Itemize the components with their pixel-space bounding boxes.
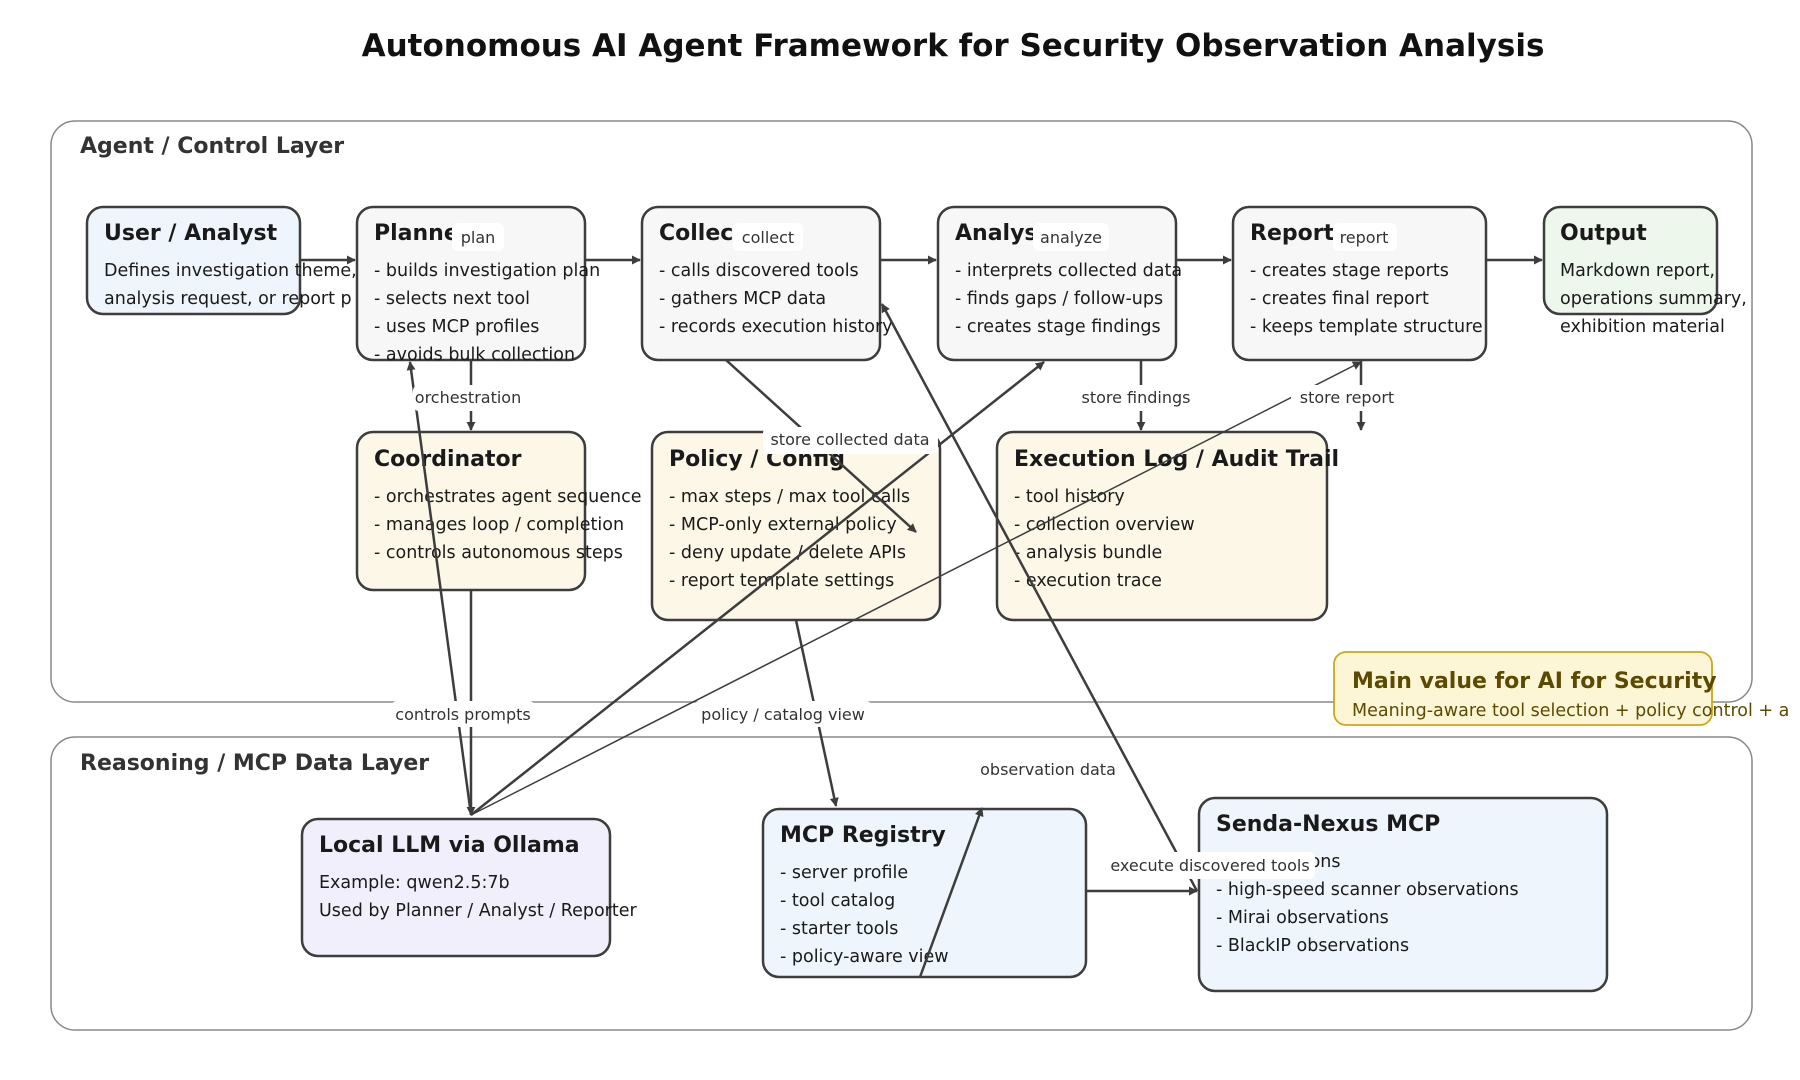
collector-node: Collector - calls discovered tools - gat… (640, 205, 893, 362)
edge-llm-reporter (470, 361, 1362, 816)
svg-text:- tool catalog: - tool catalog (780, 891, 895, 911)
svg-text:- MCP-only external policy: - MCP-only external policy (669, 515, 897, 535)
edge-observation-data (918, 807, 984, 978)
svg-text:- builds investigation plan: - builds investigation plan (374, 261, 600, 281)
edge-label-plan: plan (452, 223, 504, 251)
svg-text:- orchestrates agent sequence: - orchestrates agent sequence (374, 487, 642, 507)
svg-text:- starter tools: - starter tools (780, 919, 898, 939)
policy-config-node: Policy / Config - max steps / max tool c… (650, 430, 942, 622)
svg-text:analyze: analyze (1040, 228, 1102, 247)
local-llm-node: Local LLM via Ollama Example: qwen2.5:7b… (300, 817, 637, 958)
edge-label-store-findings: store findings (1074, 385, 1204, 411)
svg-text:- Mirai observations: - Mirai observations (1216, 908, 1389, 928)
svg-text:- uses MCP profiles: - uses MCP profiles (374, 317, 539, 337)
svg-text:orchestration: orchestration (415, 388, 521, 407)
edge-label-report: report (1333, 223, 1397, 251)
svg-text:- selects next tool: - selects next tool (374, 289, 530, 309)
svg-text:- keeps template structure: - keeps template structure (1250, 317, 1483, 337)
svg-text:- calls discovered tools: - calls discovered tools (659, 261, 859, 281)
svg-text:- execution trace: - execution trace (1014, 571, 1162, 591)
svg-text:- creates stage findings: - creates stage findings (955, 317, 1161, 337)
svg-text:- interprets collected data: - interprets collected data (955, 261, 1182, 281)
svg-text:- finds gaps / follow-ups: - finds gaps / follow-ups (955, 289, 1163, 309)
svg-text:exhibition material: exhibition material (1560, 317, 1725, 337)
senda-nexus-mcp-node: Senda-Nexus MCP - observations - high-sp… (1197, 796, 1609, 993)
svg-text:Analyst: Analyst (955, 221, 1049, 246)
svg-text:- analysis bundle: - analysis bundle (1014, 543, 1162, 563)
execution-log-node: Execution Log / Audit Trail - tool histo… (995, 430, 1339, 622)
svg-text:Senda-Nexus MCP: Senda-Nexus MCP (1216, 812, 1440, 837)
edge-senda-collector (880, 303, 1199, 892)
svg-text:- avoids bulk collection: - avoids bulk collection (374, 345, 575, 365)
svg-text:store collected data: store collected data (770, 430, 929, 449)
planner-node: Planner - builds investigation plan - se… (355, 205, 600, 365)
edge-label-analyze: analyze (1033, 223, 1109, 251)
svg-text:operations summary,: operations summary, (1560, 289, 1747, 309)
svg-text:User / Analyst: User / Analyst (104, 221, 278, 246)
edge-llm-planner (406, 361, 473, 816)
analyst-node: Analyst - interprets collected data - fi… (936, 205, 1182, 362)
svg-text:Defines investigation theme,: Defines investigation theme, (104, 261, 357, 281)
edge-label-collect: collect (733, 223, 803, 251)
svg-text:- BlackIP observations: - BlackIP observations (1216, 936, 1409, 956)
edge-label-observation-data: observation data (974, 757, 1122, 783)
svg-text:Example: qwen2.5:7b: Example: qwen2.5:7b (319, 873, 510, 893)
edge-label-orchestration: orchestration (413, 385, 523, 411)
svg-text:observation data: observation data (980, 760, 1116, 779)
svg-text:- server profile: - server profile (780, 863, 908, 883)
main-value-text: Meaning-aware tool selection + policy co… (1352, 701, 1789, 721)
edge-label-controls-prompts: controls prompts (391, 701, 535, 727)
svg-text:analysis request, or report p: analysis request, or report p (104, 289, 352, 309)
main-value-callout: Main value for AI for Security Meaning-a… (1333, 651, 1789, 726)
svg-text:- records execution history: - records execution history (659, 317, 893, 337)
edge-labels: plan collect analyze report orchestratio… (391, 223, 1401, 879)
svg-text:execute discovered tools: execute discovered tools (1110, 856, 1309, 875)
svg-text:- report template settings: - report template settings (669, 571, 894, 591)
svg-text:Execution Log / Audit Trail: Execution Log / Audit Trail (1014, 447, 1339, 472)
svg-text:- deny update / delete APIs: - deny update / delete APIs (669, 543, 906, 563)
reporter-node: Reporter - creates stage reports - creat… (1231, 205, 1488, 362)
reasoning-layer-label: Reasoning / MCP Data Layer (80, 751, 429, 776)
svg-text:- creates final report: - creates final report (1250, 289, 1429, 309)
svg-text:- tool history: - tool history (1014, 487, 1125, 507)
svg-text:MCP Registry: MCP Registry (780, 823, 946, 848)
svg-text:Coordinator: Coordinator (374, 447, 522, 472)
svg-text:- manages loop / completion: - manages loop / completion (374, 515, 624, 535)
svg-text:Used by Planner / Analyst / Re: Used by Planner / Analyst / Reporter (319, 901, 637, 921)
svg-text:- creates stage reports: - creates stage reports (1250, 261, 1449, 281)
mcp-registry-node: MCP Registry - server profile - tool cat… (761, 807, 1088, 979)
edge-label-store-collected: store collected data (763, 427, 938, 454)
svg-text:- max steps / max tool calls: - max steps / max tool calls (669, 487, 910, 507)
svg-text:- gathers MCP data: - gathers MCP data (659, 289, 826, 309)
edge-label-policy-catalog: policy / catalog view (694, 701, 872, 727)
svg-text:policy / catalog view: policy / catalog view (701, 705, 865, 724)
svg-text:Markdown report,: Markdown report, (1560, 261, 1715, 281)
svg-text:collect: collect (742, 228, 794, 247)
svg-text:store report: store report (1300, 388, 1394, 407)
user-analyst-node: User / Analyst Defines investigation the… (85, 205, 357, 316)
svg-text:- collection overview: - collection overview (1014, 515, 1195, 535)
main-value-title: Main value for AI for Security (1352, 669, 1717, 694)
edge-llm-analyst (470, 361, 1045, 816)
diagram-title: Autonomous AI Agent Framework for Securi… (362, 28, 1545, 64)
edge-label-execute-tools: execute discovered tools (1105, 852, 1315, 879)
agent-layer-label: Agent / Control Layer (80, 134, 344, 159)
svg-text:store findings: store findings (1081, 388, 1190, 407)
svg-text:- high-speed scanner observati: - high-speed scanner observations (1216, 880, 1519, 900)
svg-text:report: report (1340, 228, 1389, 247)
output-node: Output Markdown report, operations summa… (1542, 205, 1747, 337)
edge-label-store-report: store report (1291, 385, 1401, 411)
svg-text:controls prompts: controls prompts (395, 705, 530, 724)
svg-text:Output: Output (1560, 221, 1647, 246)
svg-text:Local LLM via Ollama: Local LLM via Ollama (319, 833, 580, 858)
svg-text:plan: plan (461, 228, 496, 247)
svg-text:- policy-aware view: - policy-aware view (780, 947, 949, 967)
svg-text:- controls autonomous steps: - controls autonomous steps (374, 543, 623, 563)
